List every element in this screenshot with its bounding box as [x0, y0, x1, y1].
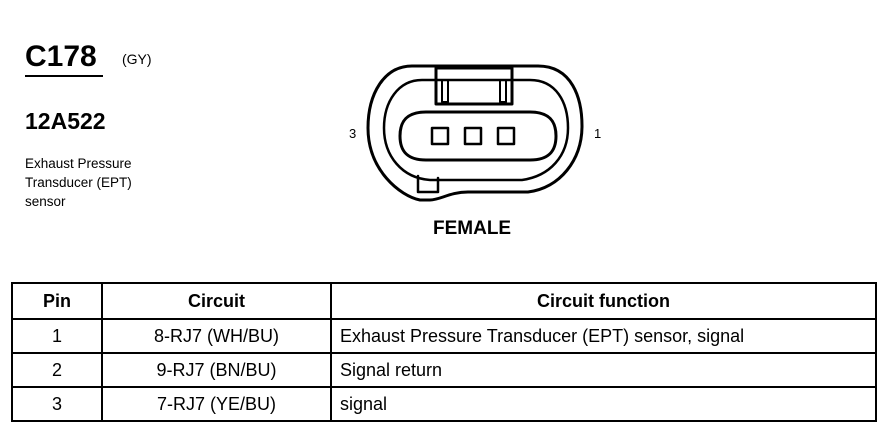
table-row: 1 8-RJ7 (WH/BU) Exhaust Pressure Transdu…	[11, 318, 877, 354]
pin-3-label: 3	[349, 126, 357, 141]
header-pin: Pin	[11, 282, 103, 320]
pin-cell: 1	[11, 318, 103, 354]
function-cell: Signal return	[330, 352, 877, 388]
table-row: 3 7-RJ7 (YE/BU) signal	[11, 386, 877, 422]
connector-outer-housing	[366, 64, 584, 202]
pin-cell: 2	[11, 352, 103, 388]
circuit-cell: 7-RJ7 (YE/BU)	[101, 386, 332, 422]
connector-color-code: (GY)	[122, 51, 152, 67]
header-circuit: Circuit	[101, 282, 332, 320]
locking-tab	[434, 66, 514, 106]
circuit-cell: 8-RJ7 (WH/BU)	[101, 318, 332, 354]
pin-socket-1	[496, 126, 516, 146]
description-line: Transducer (EPT)	[25, 175, 132, 190]
connector-face-diagram	[366, 64, 584, 202]
terminal-cavity	[398, 110, 558, 162]
component-description: Exhaust Pressure Transducer (EPT) sensor	[25, 154, 185, 211]
part-number: 12A522	[25, 108, 106, 134]
pin-1-label: 1	[594, 126, 602, 141]
table-header-row: Pin Circuit Circuit function	[11, 282, 877, 320]
connector-code-underline	[25, 75, 103, 77]
connector-gender: FEMALE	[433, 218, 512, 239]
function-cell: signal	[330, 386, 877, 422]
circuit-cell: 9-RJ7 (BN/BU)	[101, 352, 332, 388]
function-cell: Exhaust Pressure Transducer (EPT) sensor…	[330, 318, 877, 354]
table-row: 2 9-RJ7 (BN/BU) Signal return	[11, 352, 877, 388]
pin-socket-3	[430, 126, 450, 146]
keying-tab	[416, 174, 440, 194]
description-line: sensor	[25, 194, 66, 209]
description-line: Exhaust Pressure	[25, 156, 132, 171]
pin-cell: 3	[11, 386, 103, 422]
header-circuit-function: Circuit function	[330, 282, 877, 320]
pin-socket-2	[463, 126, 483, 146]
connector-code: C178	[25, 40, 97, 73]
connector-inner-shell	[382, 78, 570, 182]
pinout-table: Pin Circuit Circuit function 1 8-RJ7 (WH…	[11, 282, 877, 422]
